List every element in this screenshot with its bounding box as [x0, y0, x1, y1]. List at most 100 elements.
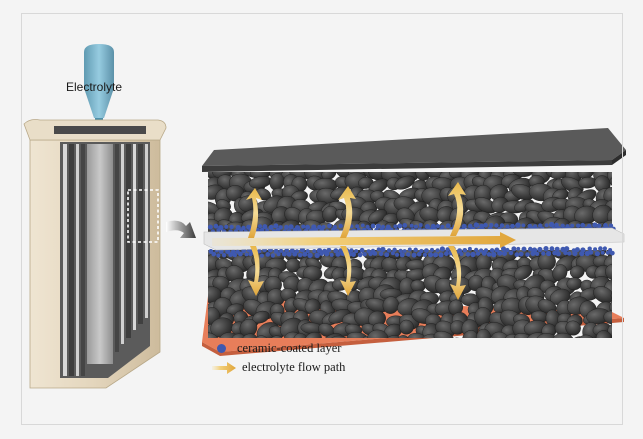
ceramic-particle [548, 221, 555, 228]
ceramic-particle [211, 251, 217, 257]
ceramic-particle [525, 252, 530, 257]
active-particle [292, 333, 309, 338]
ceramic-particle [375, 223, 381, 229]
ceramic-particle [531, 247, 538, 253]
active-particle [448, 299, 464, 316]
ceramic-particle [502, 251, 507, 256]
ceramic-particle [461, 223, 467, 229]
ceramic-particle [576, 223, 581, 228]
ceramic-particle [381, 224, 386, 229]
cylindrical-cell [23, 44, 196, 389]
ceramic-particle [362, 252, 367, 257]
ceramic-particle [465, 252, 471, 257]
ceramic-particle [305, 249, 310, 254]
ceramic-particle [600, 250, 605, 255]
ceramic-particle [376, 247, 381, 252]
ceramic-particle [543, 246, 549, 252]
top-current-collector [202, 128, 626, 166]
ceramic-particle [580, 222, 586, 228]
ceramic-particle [609, 250, 615, 256]
ceramic-particle [430, 247, 434, 252]
ceramic-particle [549, 246, 555, 252]
ceramic-particle [241, 225, 246, 231]
active-particle [605, 263, 612, 281]
ceramic-particle [580, 247, 586, 253]
ceramic-particle [537, 246, 543, 253]
active-particle [407, 332, 427, 338]
ceramic-particle [439, 246, 445, 252]
ceramic-particle [409, 223, 414, 228]
ceramic-particle [424, 224, 430, 230]
ceramic-particle [564, 246, 570, 252]
ceramic-particle [207, 224, 213, 230]
ceramic-particle [273, 223, 279, 229]
ceramic-particle [567, 251, 572, 256]
ceramic-particle [321, 225, 326, 229]
ceramic-particle [514, 252, 520, 257]
ceramic-particle [438, 252, 444, 258]
legend-item-flow: electrolyte flow path [212, 358, 345, 377]
ceramic-particle [221, 253, 227, 258]
ceramic-particle [218, 225, 224, 231]
ceramic-particle [544, 223, 549, 228]
ceramic-particle [413, 224, 418, 229]
ceramic-particle [235, 225, 241, 231]
ceramic-particle [560, 223, 565, 228]
active-particle [384, 335, 404, 338]
ceramic-particle [435, 224, 440, 229]
active-particle [329, 335, 350, 338]
ceramic-particle [302, 251, 308, 257]
ceramic-particle [399, 252, 405, 258]
ceramic-particle [501, 246, 506, 252]
ceramic-particle [259, 253, 264, 258]
ceramic-particle [294, 249, 300, 254]
ceramic-particle [470, 251, 476, 258]
ceramic-particle [411, 252, 417, 258]
active-particle [346, 331, 369, 338]
ceramic-particle [262, 224, 268, 230]
active-particle [321, 172, 337, 180]
ceramic-particle [216, 253, 221, 258]
legend: ceramic-coated layer electrolyte flow pa… [212, 339, 345, 377]
ceramic-particle [416, 251, 422, 257]
ceramic-particle [265, 228, 269, 233]
legend-item-ceramic: ceramic-coated layer [212, 339, 345, 358]
ceramic-particle [541, 251, 546, 256]
ceramic-particle [402, 249, 407, 253]
ceramic-particle [508, 250, 514, 256]
ceramic-particle [473, 222, 479, 228]
ceramic-particle [265, 252, 271, 257]
ceramic-particle [224, 224, 229, 229]
ceramic-particle [422, 252, 427, 257]
ceramic-particle [213, 223, 219, 229]
legend-label-ceramic: ceramic-coated layer [237, 341, 342, 355]
active-particle [511, 172, 534, 177]
ceramic-particle [225, 248, 231, 254]
ceramic-particle [329, 252, 334, 257]
active-particle [502, 333, 520, 338]
electrolyte-label: Electrolyte [66, 80, 123, 94]
ceramic-particle [231, 249, 236, 254]
ceramic-particle [602, 246, 608, 251]
active-particle [231, 333, 247, 338]
ceramic-particle [483, 222, 488, 228]
ceramic-particle [392, 247, 397, 252]
ceramic-particle [332, 224, 337, 230]
ceramic-particle [592, 222, 598, 228]
active-particle [462, 330, 478, 338]
ceramic-particle [385, 224, 391, 230]
ceramic-particle [419, 248, 424, 254]
ceramic-particle [428, 252, 434, 258]
ceramic-particle [467, 246, 472, 251]
ceramic-particle [546, 250, 552, 257]
active-particle [367, 329, 389, 338]
ceramic-particle [516, 246, 521, 251]
ceramic-particle [284, 224, 289, 230]
ceramic-particle [378, 251, 384, 257]
ceramic-particle [273, 248, 279, 254]
active-particle [593, 286, 612, 304]
ceramic-particle [445, 223, 451, 229]
active-particle [268, 335, 285, 338]
ceramic-particle [327, 223, 332, 229]
active-particle [595, 330, 612, 338]
